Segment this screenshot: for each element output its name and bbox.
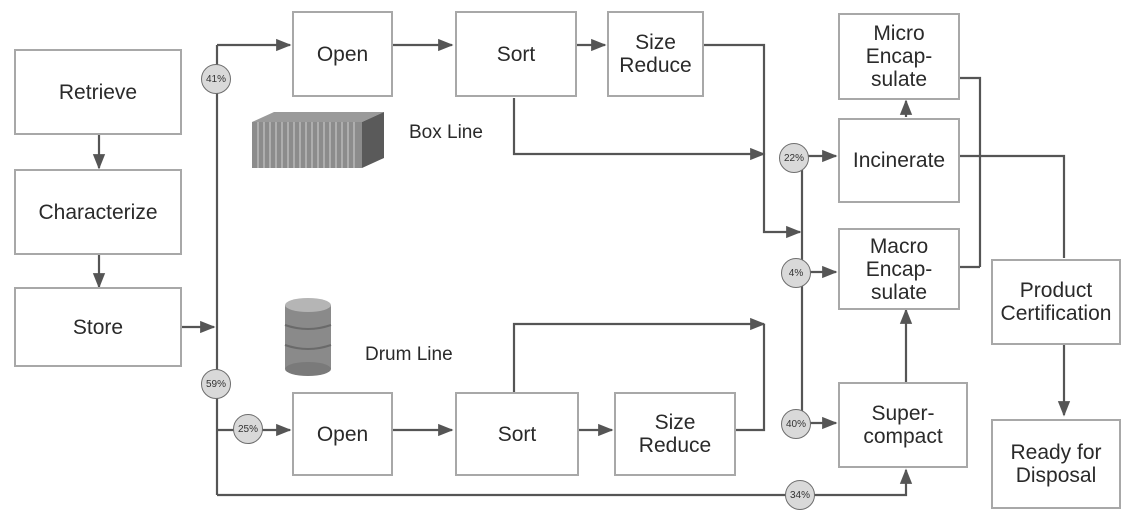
store-label: Store (73, 316, 123, 339)
box-line-label: Box Line (409, 122, 483, 144)
box-line-open-box: Open (292, 11, 393, 97)
supercompact-box: Super- compact (838, 382, 968, 468)
macro-encapsulate-label: Macro Encap- sulate (866, 235, 933, 304)
box-stack-icon (252, 110, 388, 172)
incinerate-box: Incinerate (838, 118, 960, 203)
arrow-micro-incinerate-to-cert (960, 78, 1064, 258)
drum-line-label: Drum Line (365, 344, 453, 366)
ready-for-disposal-box: Ready for Disposal (991, 419, 1121, 509)
arrow-box-sort-incinerate (514, 98, 764, 154)
badge-incinerate-share: 22% (779, 143, 809, 173)
box-line-sort-box: Sort (455, 11, 577, 97)
characterize-label: Characterize (38, 201, 157, 224)
box-line-sort-label: Sort (497, 43, 536, 66)
ready-for-disposal-label: Ready for Disposal (1010, 441, 1101, 487)
drum-line-size-reduce-box: Size Reduce (614, 392, 736, 476)
badge-macro-share: 4% (781, 258, 811, 288)
product-certification-label: Product Certification (1001, 279, 1112, 325)
store-box: Store (14, 287, 182, 367)
supercompact-label: Super- compact (863, 402, 942, 448)
drum-line-sort-label: Sort (498, 423, 537, 446)
badge-drum-line-share: 59% (201, 369, 231, 399)
incinerate-label: Incinerate (853, 149, 945, 172)
box-line-open-label: Open (317, 43, 368, 66)
badge-drum-open-share: 25% (233, 414, 263, 444)
product-certification-box: Product Certification (991, 259, 1121, 345)
drum-line-sort-box: Sort (455, 392, 579, 476)
drum-line-open-label: Open (317, 423, 368, 446)
arrow-drum-sort-up (514, 324, 764, 392)
micro-encapsulate-label: Micro Encap- sulate (866, 22, 933, 91)
box-line-size-reduce-label: Size Reduce (619, 31, 691, 77)
characterize-box: Characterize (14, 169, 182, 255)
badge-box-line-share: 41% (201, 64, 231, 94)
retrieve-box: Retrieve (14, 49, 182, 135)
arrow-box-size-reduce-merge (703, 45, 800, 232)
box-line-size-reduce-box: Size Reduce (607, 11, 704, 97)
macro-encapsulate-box: Macro Encap- sulate (838, 228, 960, 310)
arrow-drum-size-reduce-merge (735, 324, 764, 430)
retrieve-label: Retrieve (59, 81, 137, 104)
drum-icon (283, 297, 333, 377)
badge-direct-supercompact-share: 34% (785, 480, 815, 510)
micro-encapsulate-box: Micro Encap- sulate (838, 13, 960, 100)
drum-line-size-reduce-label: Size Reduce (639, 411, 711, 457)
badge-supercompact-share: 40% (781, 409, 811, 439)
drum-line-open-box: Open (292, 392, 393, 476)
